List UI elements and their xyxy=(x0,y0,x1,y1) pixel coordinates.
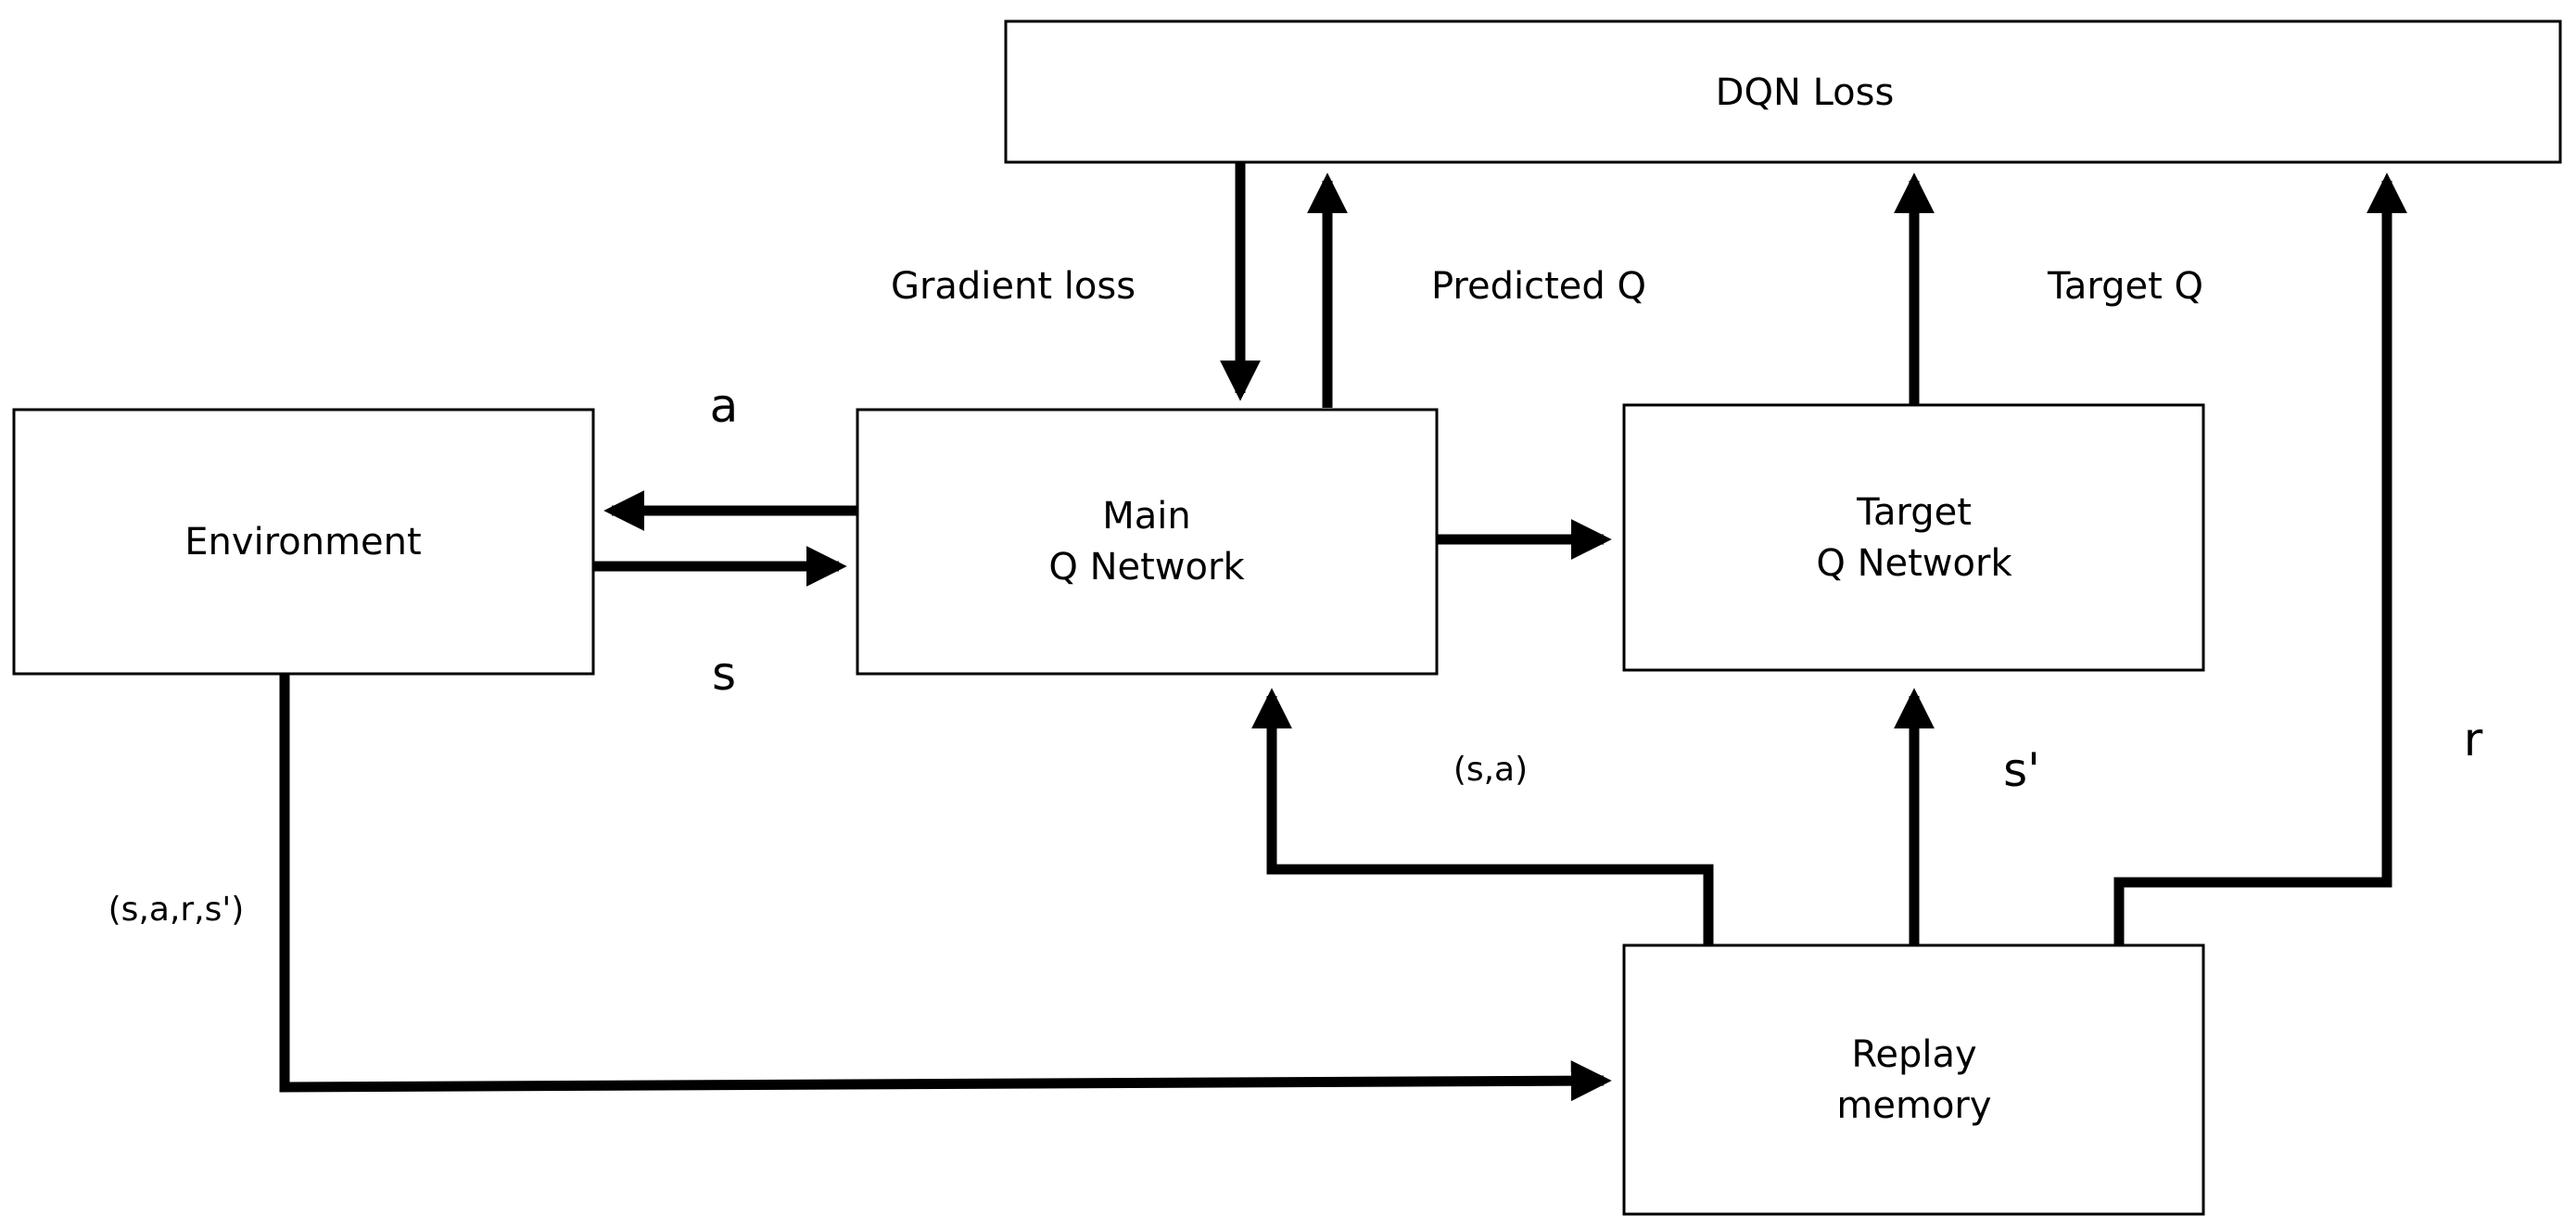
replay-memory-label-line1: Replay xyxy=(1851,1033,1976,1076)
reward-label: r xyxy=(2464,713,2483,766)
main-q-network-label-line1: Main xyxy=(1102,495,1191,538)
state-action-arrow xyxy=(1251,688,1714,945)
action-label: a xyxy=(710,379,739,433)
state-label: s xyxy=(712,647,736,701)
gradient-loss-label: Gradient loss xyxy=(891,265,1136,308)
main-q-network-label-line2: Q Network xyxy=(1048,546,1245,589)
state-action-label: (s,a) xyxy=(1453,751,1528,789)
transition-label: (s,a,r,s') xyxy=(108,891,245,929)
dqn-loss-box: DQN Loss xyxy=(1004,19,2562,164)
target-q-label: Target Q xyxy=(2047,265,2203,308)
reward-arrow xyxy=(2113,172,2407,945)
target-q-network-label-line1: Target xyxy=(1856,491,1972,534)
target-q-network-box: Target Q Network xyxy=(1622,403,2205,672)
transition-arrow xyxy=(279,675,1612,1102)
next-state-label: s' xyxy=(2003,743,2040,797)
environment-label: Environment xyxy=(184,521,421,563)
target-q-network-label-line2: Q Network xyxy=(1816,542,2012,585)
predicted-q-label: Predicted Q xyxy=(1431,265,1646,308)
replay-memory-box: Replay memory xyxy=(1622,943,2205,1216)
replay-memory-label-line2: memory xyxy=(1836,1084,1991,1127)
dqn-loss-label: DQN Loss xyxy=(1716,71,1895,114)
environment-box: Environment xyxy=(12,408,595,676)
main-q-network-box: Main Q Network xyxy=(856,408,1439,676)
